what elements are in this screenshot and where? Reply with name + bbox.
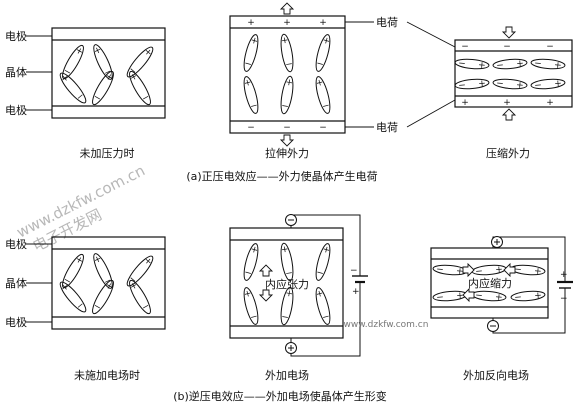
caption-b2: 外加电场 (265, 368, 309, 382)
svg-text:+: + (319, 18, 327, 28)
svg-text:−: − (546, 42, 554, 52)
label-electrode-top-a: 电极 (5, 29, 27, 43)
panel-a3-crystal: − − − + + + (454, 26, 573, 121)
panel-b1-crystal (51, 236, 166, 330)
svg-text:+: + (503, 98, 511, 108)
label-charge-top: 电荷 (376, 16, 398, 29)
watermark-site-3: www.dzkfw.com.cn (344, 320, 429, 330)
caption-b-title: (b)逆压电效应——外加电场使晶体产生形变 (173, 389, 387, 403)
panel-b3-crystal: + − (430, 236, 573, 334)
caption-a1: 未加压力时 (80, 147, 135, 160)
panel-a1-crystal (51, 27, 166, 119)
label-charge-bottom: 电荷 (376, 121, 398, 134)
svg-text:−: − (247, 123, 255, 133)
svg-text:−: − (560, 294, 568, 304)
inner-compression-label: 内应缩力 (468, 276, 512, 290)
label-crystal-a: 晶体 (5, 65, 27, 79)
label-crystal-b: 晶体 (5, 276, 27, 290)
svg-text:−: − (350, 266, 358, 276)
svg-text:−: − (503, 42, 511, 52)
caption-b1: 未施加电场时 (74, 368, 140, 382)
panel-b2-crystal: − + (229, 214, 368, 357)
svg-text:+: + (546, 98, 554, 108)
svg-text:−: − (319, 123, 327, 133)
svg-text:+: + (352, 287, 360, 297)
svg-text:−: − (283, 123, 291, 133)
svg-text:−: − (461, 42, 469, 52)
label-electrode-bottom-b: 电极 (5, 315, 27, 329)
caption-a3: 压缩外力 (486, 147, 530, 160)
inner-tension-label: 内应张力 (265, 277, 309, 291)
svg-text:+: + (283, 18, 291, 28)
label-electrode-top-b: 电极 (5, 237, 27, 251)
panel-a2-crystal: + + + − − − (229, 2, 346, 147)
caption-a-title: (a)正压电效应——外力使晶体产生电荷 (186, 169, 377, 183)
svg-text:+: + (560, 270, 568, 280)
caption-a2: 拉伸外力 (265, 146, 309, 160)
svg-text:+: + (461, 98, 469, 108)
svg-text:+: + (247, 18, 255, 28)
label-electrode-bottom-a: 电极 (5, 103, 27, 117)
caption-b3: 外加反向电场 (463, 368, 529, 382)
